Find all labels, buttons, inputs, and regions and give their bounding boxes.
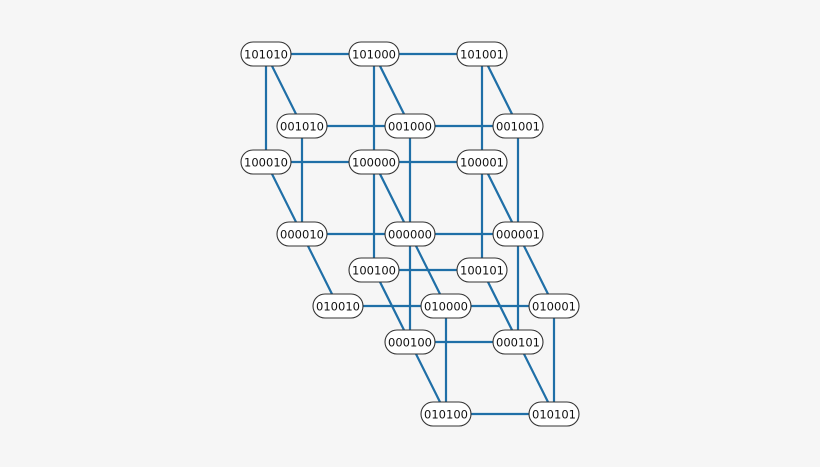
node-101010: 101010 <box>240 41 292 67</box>
node-label: 000100 <box>388 336 432 350</box>
node-box <box>348 257 400 283</box>
node-101000: 101000 <box>348 41 400 67</box>
node-box <box>492 329 544 355</box>
node-box <box>348 41 400 67</box>
node-010010: 010010 <box>312 293 364 319</box>
node-box <box>276 113 328 139</box>
node-001000: 001000 <box>384 113 436 139</box>
node-label: 010101 <box>532 408 576 422</box>
node-box <box>420 401 472 427</box>
node-label: 100101 <box>460 264 504 278</box>
node-box <box>492 221 544 247</box>
node-label: 010000 <box>424 300 468 314</box>
node-010001: 010001 <box>528 293 580 319</box>
node-001001: 001001 <box>492 113 544 139</box>
node-box <box>528 401 580 427</box>
node-000100: 000100 <box>384 329 436 355</box>
node-100010: 100010 <box>240 149 292 175</box>
node-box <box>276 221 328 247</box>
node-100000: 100000 <box>348 149 400 175</box>
node-010101: 010101 <box>528 401 580 427</box>
node-100100: 100100 <box>348 257 400 283</box>
node-box <box>456 149 508 175</box>
node-label: 001000 <box>388 120 432 134</box>
node-box <box>456 41 508 67</box>
node-box <box>312 293 364 319</box>
node-label: 010001 <box>532 300 576 314</box>
node-100001: 100001 <box>456 149 508 175</box>
node-label: 101000 <box>352 48 396 62</box>
node-label: 001010 <box>280 120 324 134</box>
node-010100: 010100 <box>420 401 472 427</box>
node-label: 100000 <box>352 156 396 170</box>
node-box <box>384 113 436 139</box>
node-label: 010010 <box>316 300 360 314</box>
node-box <box>384 221 436 247</box>
node-010000: 010000 <box>420 293 472 319</box>
node-000001: 000001 <box>492 221 544 247</box>
node-000000: 000000 <box>384 221 436 247</box>
node-label: 100100 <box>352 264 396 278</box>
node-label: 000001 <box>496 228 540 242</box>
node-100101: 100101 <box>456 257 508 283</box>
node-box <box>420 293 472 319</box>
node-label: 000010 <box>280 228 324 242</box>
node-000010: 000010 <box>276 221 328 247</box>
graph-nodes: 101010 101000 101001 001010 001000 001001 1000… <box>240 41 580 427</box>
node-001010: 001010 <box>276 113 328 139</box>
node-label: 001001 <box>496 120 540 134</box>
node-label: 100010 <box>244 156 288 170</box>
node-box <box>528 293 580 319</box>
node-box <box>456 257 508 283</box>
node-label: 100001 <box>460 156 504 170</box>
node-label: 101001 <box>460 48 504 62</box>
node-box <box>240 41 292 67</box>
node-box <box>240 149 292 175</box>
node-box <box>348 149 400 175</box>
node-label: 101010 <box>244 48 288 62</box>
node-label: 010100 <box>424 408 468 422</box>
node-box <box>384 329 436 355</box>
node-000101: 000101 <box>492 329 544 355</box>
node-box <box>492 113 544 139</box>
node-label: 000000 <box>388 228 432 242</box>
node-101001: 101001 <box>456 41 508 67</box>
node-label: 000101 <box>496 336 540 350</box>
